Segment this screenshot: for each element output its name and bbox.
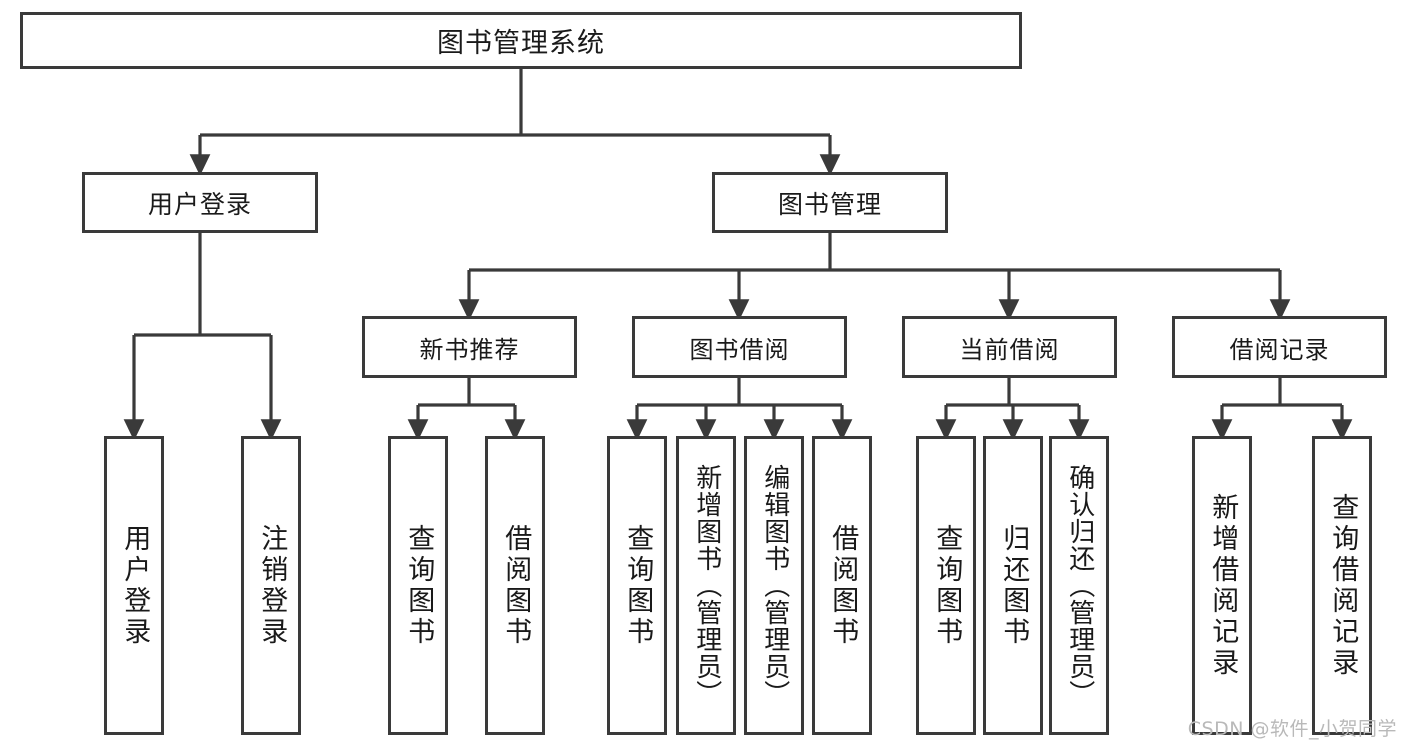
leaf-query-book-current[interactable]: 查询图书 <box>916 436 976 735</box>
node-book-borrow-label: 图书借阅 <box>689 335 790 364</box>
leaf-query-borrow-record-label: 查询借阅记录 <box>1327 492 1359 679</box>
leaf-add-borrow-record[interactable]: 新增借阅记录 <box>1192 436 1252 735</box>
node-user-login-label: 用户登录 <box>147 189 252 219</box>
node-book-borrow[interactable]: 图书借阅 <box>632 316 847 378</box>
node-borrow-record[interactable]: 借阅记录 <box>1172 316 1387 378</box>
leaf-user-logout-label: 注销登录 <box>256 523 288 648</box>
node-new-book-recommend-label: 新书推荐 <box>419 335 520 364</box>
leaf-query-book-current-label: 查询图书 <box>931 523 963 648</box>
leaf-query-book-new-label: 查询图书 <box>403 523 435 648</box>
leaf-confirm-return-admin[interactable]: 确认归还（管理员） <box>1049 436 1109 735</box>
leaf-user-login-label: 用户登录 <box>119 523 151 648</box>
leaf-query-borrow-record[interactable]: 查询借阅记录 <box>1312 436 1372 735</box>
node-new-book-recommend[interactable]: 新书推荐 <box>362 316 577 378</box>
leaf-add-book-admin[interactable]: 新增图书（管理员） <box>676 436 736 735</box>
node-root-label: 图书管理系统 <box>437 28 605 59</box>
leaf-edit-book-admin-label: 编辑图书（管理员） <box>759 464 790 707</box>
leaf-user-login[interactable]: 用户登录 <box>104 436 164 735</box>
node-book-management[interactable]: 图书管理 <box>712 172 948 233</box>
node-root[interactable]: 图书管理系统 <box>20 12 1022 69</box>
node-book-management-label: 图书管理 <box>777 189 882 219</box>
node-current-borrow-label: 当前借阅 <box>959 335 1060 364</box>
leaf-borrow-book[interactable]: 借阅图书 <box>812 436 872 735</box>
node-current-borrow[interactable]: 当前借阅 <box>902 316 1117 378</box>
leaf-borrow-book-new[interactable]: 借阅图书 <box>485 436 545 735</box>
leaf-add-borrow-record-label: 新增借阅记录 <box>1207 492 1239 679</box>
leaf-query-book-new[interactable]: 查询图书 <box>388 436 448 735</box>
leaf-query-book-borrow-label: 查询图书 <box>622 523 654 648</box>
node-borrow-record-label: 借阅记录 <box>1229 335 1330 364</box>
leaf-borrow-book-label: 借阅图书 <box>827 523 859 648</box>
leaf-confirm-return-admin-label: 确认归还（管理员） <box>1064 464 1095 707</box>
leaf-return-book-label: 归还图书 <box>998 523 1030 648</box>
leaf-add-book-admin-label: 新增图书（管理员） <box>691 464 722 707</box>
node-user-login[interactable]: 用户登录 <box>82 172 318 233</box>
leaf-user-logout[interactable]: 注销登录 <box>241 436 301 735</box>
leaf-query-book-borrow[interactable]: 查询图书 <box>607 436 667 735</box>
leaf-edit-book-admin[interactable]: 编辑图书（管理员） <box>744 436 804 735</box>
leaf-borrow-book-new-label: 借阅图书 <box>500 523 532 648</box>
leaf-return-book[interactable]: 归还图书 <box>983 436 1043 735</box>
